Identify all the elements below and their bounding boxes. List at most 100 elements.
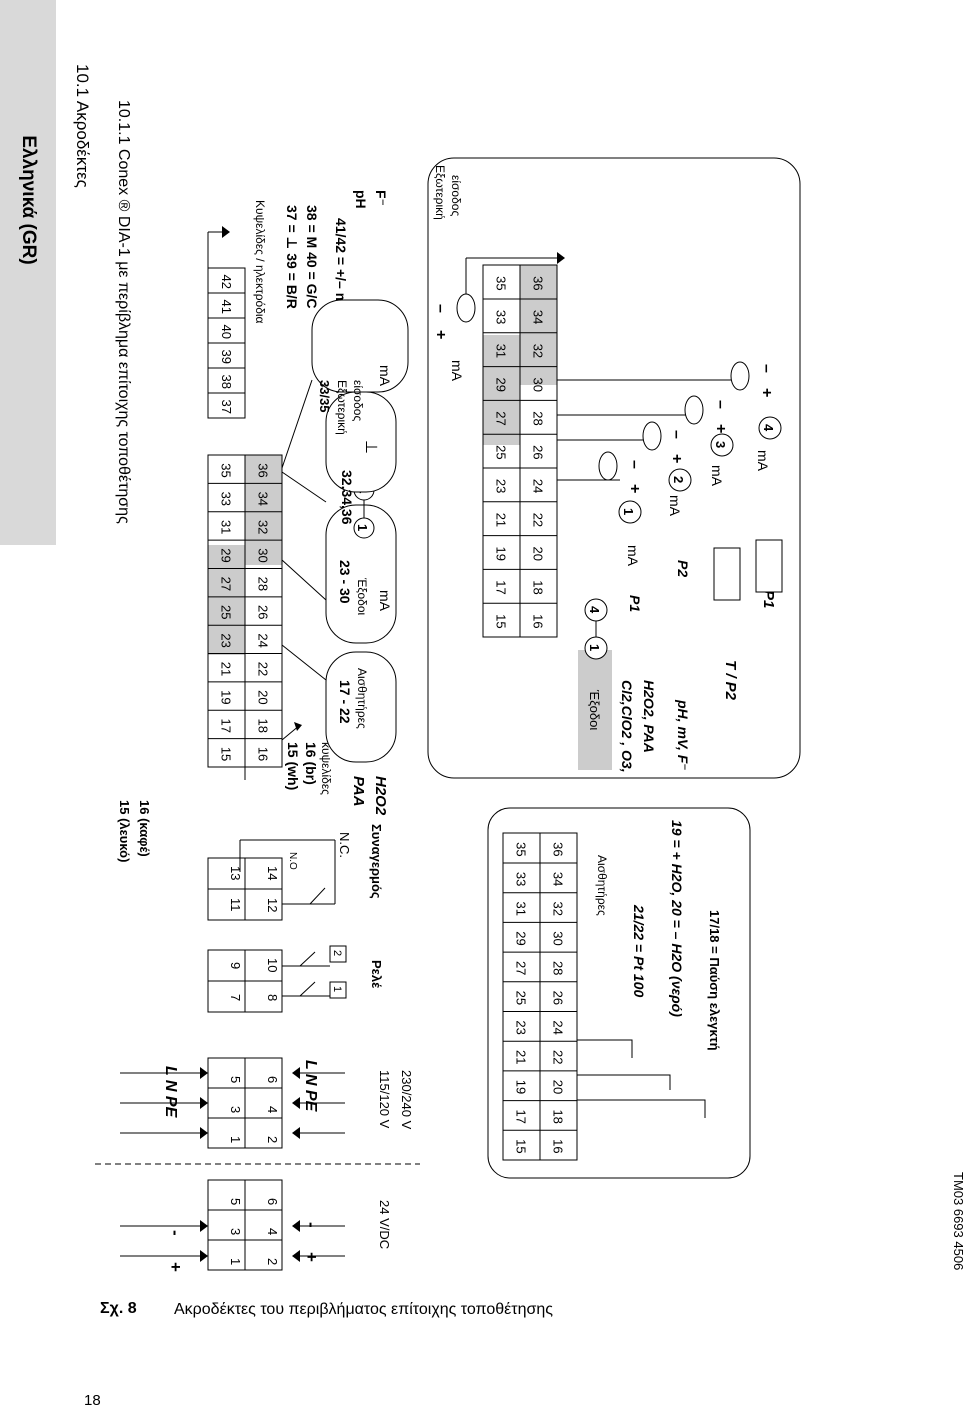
dc-plus-2: + bbox=[302, 1252, 321, 1262]
terminal-number: 39 bbox=[219, 350, 234, 364]
terminal-number: 36 bbox=[256, 463, 271, 477]
terminal-number: 19 bbox=[494, 547, 509, 561]
relay-block: 9 7 10 8 1 2 Ρελέ bbox=[207, 945, 384, 1013]
terminal-number: 30 bbox=[551, 931, 566, 945]
lr-range-4: 4 bbox=[587, 606, 602, 614]
dc-minus: - bbox=[166, 1230, 185, 1236]
terminal-number: 16 bbox=[531, 614, 546, 628]
alarm-label: Συναγερμός bbox=[369, 824, 384, 899]
note-br: 16 (br) bbox=[303, 742, 319, 785]
relay-terminal: 8 bbox=[265, 994, 280, 1001]
lr-outputs: Έξοδοι bbox=[587, 689, 602, 730]
language-tab[interactable]: Ελληνικά (GR) bbox=[0, 0, 56, 545]
relay-box-1: 1 bbox=[331, 986, 343, 992]
dc-terminal: 1 bbox=[228, 1258, 243, 1265]
dc-plus: + bbox=[166, 1262, 185, 1272]
terminal-number: 42 bbox=[219, 275, 234, 289]
lr-ma-1: mA bbox=[625, 545, 641, 567]
lr-range-1: 1 bbox=[587, 644, 602, 651]
terminal-number: 36 bbox=[551, 842, 566, 856]
terminal-number: 20 bbox=[531, 547, 546, 561]
ac-terminal: 4 bbox=[265, 1106, 280, 1113]
terminal-number: 34 bbox=[531, 310, 546, 324]
lr-minus-3: – bbox=[712, 400, 729, 409]
alarm-no: N.O bbox=[287, 852, 298, 870]
lr-chem-1: Cl2,ClO2 , O3, bbox=[619, 680, 635, 773]
lr-plus-3: + bbox=[712, 424, 729, 433]
lr-plus-4: + bbox=[758, 388, 775, 397]
dc-terminal: 3 bbox=[228, 1228, 243, 1235]
h2o-label: 19 = + H2O, 20 = – H2O (νερό) bbox=[669, 820, 685, 1017]
dc-terminal: 2 bbox=[265, 1258, 280, 1265]
outputs-ma: mA bbox=[377, 590, 393, 612]
dc-minus-2: - bbox=[302, 1222, 321, 1228]
paa-label: PAA bbox=[350, 776, 367, 807]
terminal-number: 28 bbox=[256, 577, 271, 591]
lr-c4: 4 bbox=[761, 424, 776, 432]
terminal-number: 18 bbox=[551, 1109, 566, 1123]
terminal-number: 25 bbox=[219, 605, 234, 619]
lr-c2: 2 bbox=[671, 476, 686, 483]
alarm-terminal: 14 bbox=[265, 866, 280, 880]
middle-annotations: PAA H2O2 17 - 22 Αισθητήρες 23 - 30 Έξοδ… bbox=[281, 299, 409, 816]
cells-r5: F⁻ bbox=[373, 190, 389, 206]
ac-terminal: 6 bbox=[265, 1076, 280, 1083]
pause-label: 17/18 = Παύση ελεγκτή bbox=[707, 910, 722, 1051]
ac-terminal-block: 5 3 1 6 4 2 L N PE L N PE 115/120 V 230/… bbox=[120, 1057, 414, 1149]
alarm-terminal: 12 bbox=[265, 898, 280, 912]
ac-terminal: 3 bbox=[228, 1106, 243, 1113]
circle-1: 1 bbox=[355, 524, 370, 531]
ext-range: 33/35 bbox=[317, 380, 332, 413]
lr-p2: P2 bbox=[675, 560, 691, 577]
lr-minus-1: – bbox=[626, 460, 643, 469]
lr-ext-2: είσοδος bbox=[449, 175, 463, 216]
terminal-number: 35 bbox=[219, 463, 234, 477]
lr-p1: P1 bbox=[627, 595, 643, 612]
lnpe-label-2: L N PE bbox=[302, 1060, 319, 1113]
terminal-number: 33 bbox=[514, 872, 529, 886]
lr-ma-ext: mA bbox=[449, 360, 465, 382]
terminal-number: 22 bbox=[256, 662, 271, 676]
terminal-number: 35 bbox=[494, 276, 509, 290]
terminal-number: 21 bbox=[494, 513, 509, 527]
terminal-number: 24 bbox=[551, 1020, 566, 1034]
sensors-label: Αισθητήρες bbox=[355, 668, 369, 729]
ac-voltage-1: 115/120 V bbox=[377, 1070, 392, 1129]
cells-r4: pH bbox=[353, 190, 369, 209]
terminal-number: 16 bbox=[551, 1139, 566, 1153]
lr-minus-ext: – bbox=[432, 304, 449, 313]
terminal-number: 33 bbox=[494, 310, 509, 324]
lr-ph-line: pH, mV, F⁻ bbox=[675, 699, 691, 771]
wire-brown: 16 (καφέ) bbox=[137, 800, 152, 857]
terminal-number: 29 bbox=[219, 548, 234, 562]
terminal-number: 33 bbox=[219, 492, 234, 506]
terminal-number: 18 bbox=[256, 718, 271, 732]
terminal-number: 27 bbox=[219, 577, 234, 591]
terminal-number: 27 bbox=[514, 961, 529, 975]
dc-terminal-block: 5 3 1 6 4 2 + - + - 24 V/DC bbox=[120, 1179, 392, 1272]
terminal-number: 30 bbox=[256, 548, 271, 562]
terminal-number: 22 bbox=[551, 1050, 566, 1064]
lr-p1-b: P1 bbox=[760, 590, 777, 608]
terminal-number: 21 bbox=[514, 1050, 529, 1064]
ac-terminal: 5 bbox=[228, 1076, 243, 1083]
terminal-number: 30 bbox=[531, 378, 546, 392]
dc-voltage-label: 24 V/DC bbox=[377, 1200, 392, 1249]
cells-r3: 41/42 = +/– mV bbox=[333, 218, 349, 315]
relay-box-2: 2 bbox=[331, 950, 343, 956]
terminal-number: 34 bbox=[551, 872, 566, 886]
terminal-number: 17 bbox=[514, 1109, 529, 1123]
note-cells: κυψελίδες bbox=[319, 742, 333, 795]
lr-minus-4: – bbox=[758, 364, 775, 373]
terminal-number: 37 bbox=[219, 400, 234, 414]
relay-terminal: 9 bbox=[228, 962, 243, 969]
alarm-terminal: 13 bbox=[228, 866, 243, 880]
terminal-number: 17 bbox=[494, 580, 509, 594]
ground-range: 32,34,36 bbox=[339, 470, 355, 525]
terminal-number: 15 bbox=[514, 1139, 529, 1153]
alarm-nc: N.C. bbox=[337, 832, 352, 858]
lr-c1: 1 bbox=[621, 508, 636, 515]
